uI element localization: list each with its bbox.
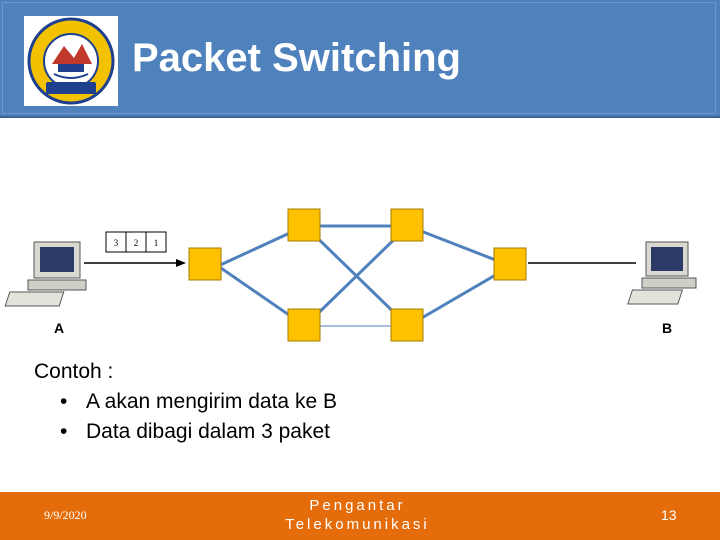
slide-footer: 9/9/2020 Pengantar Telekomunikasi 13 [0, 492, 720, 540]
packet-label: 2 [134, 238, 139, 248]
list-item-text: Data dibagi dalam 3 paket [86, 420, 330, 443]
switch-nodes [188, 208, 527, 342]
packet-label: 3 [114, 238, 119, 248]
page-title: Packet Switching [132, 36, 461, 80]
footer-date: 9/9/2020 [44, 508, 87, 522]
page-number: 13 [661, 507, 677, 523]
computer-a-icon [4, 241, 87, 307]
switch-node-3 [390, 208, 424, 242]
packet-box [145, 231, 167, 253]
bullet-icon: • [60, 390, 68, 413]
switch-node-4 [493, 247, 527, 281]
arrowhead [176, 259, 186, 267]
packet-label: 1 [154, 238, 159, 248]
switch-node-2 [287, 208, 321, 242]
footer-course-line1: Pengantar [309, 497, 406, 514]
network-diagram: 3 2 1 A B [4, 208, 697, 342]
packet-queue: 3 2 1 [105, 231, 167, 253]
list-item-text: A akan mengirim data ke B [86, 390, 337, 413]
content-text: Contoh : • A akan mengirim data ke B • Dat… [34, 360, 337, 450]
bullet-list: • A akan mengirim data ke B • Data dibagi … [34, 390, 337, 444]
link-n5-n3 [303, 224, 410, 328]
sender-label: A [54, 320, 64, 336]
footer-course-line2: Telekomunikasi [285, 516, 430, 533]
list-item: • Data dibagi dalam 3 paket [60, 420, 337, 444]
header-border [2, 2, 716, 114]
university-logo [24, 16, 118, 106]
slide-header: Packet Switching [0, 0, 720, 118]
list-item: • A akan mengirim data ke B [60, 390, 337, 414]
network-links [217, 224, 512, 328]
switch-node-5 [287, 308, 321, 342]
footer-course-title: Pengantar Telekomunikasi [270, 496, 445, 534]
switch-node-1 [188, 247, 222, 281]
computer-b-icon [627, 241, 697, 305]
unikom-seal-icon [27, 17, 115, 105]
receiver-label: B [662, 320, 672, 336]
content-heading: Contoh : [34, 360, 114, 383]
bullet-icon: • [60, 420, 68, 443]
switch-node-6 [390, 308, 424, 342]
